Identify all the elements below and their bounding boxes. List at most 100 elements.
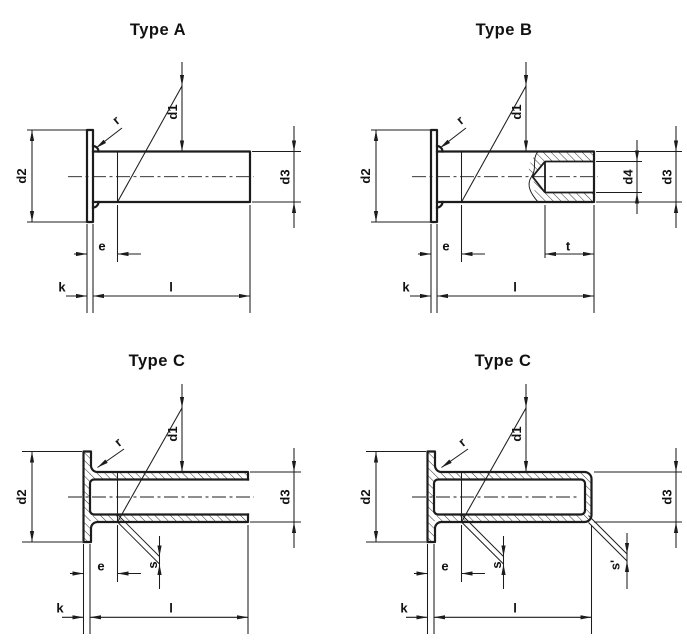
dim-label-l: l — [169, 601, 173, 616]
bore-profile — [432, 478, 587, 516]
arrowhead — [291, 140, 297, 152]
dim-label-s: s — [145, 561, 160, 568]
arrowhead — [76, 251, 87, 257]
arrowhead — [179, 140, 185, 152]
rivet-head — [429, 128, 439, 224]
dim-label-k: k — [402, 280, 410, 295]
arrowhead — [72, 571, 84, 576]
dim-label-d3: d3 — [660, 169, 675, 184]
dim-label-d1: d1 — [509, 104, 524, 119]
arrowhead — [583, 251, 594, 257]
break-line — [528, 151, 539, 203]
arrowhead — [673, 461, 679, 472]
rivet-outer-profile — [426, 450, 593, 544]
dimension-line — [117, 407, 183, 523]
dimension-line — [461, 521, 504, 565]
arrowhead — [373, 130, 379, 141]
arrowhead — [29, 130, 35, 141]
dimension-line — [588, 515, 628, 555]
arrowhead — [373, 211, 379, 222]
arrowhead — [673, 140, 679, 152]
arrowhead — [157, 545, 162, 557]
arrowhead — [434, 615, 445, 620]
arrowhead — [239, 293, 250, 299]
arrowhead — [673, 202, 679, 213]
arrowhead — [93, 293, 104, 299]
arrowhead — [97, 459, 108, 468]
arrowhead — [523, 140, 529, 152]
section-hatch — [90, 515, 248, 521]
section-hatch — [434, 473, 581, 479]
rivet-head — [85, 128, 95, 224]
arrowhead — [76, 293, 87, 299]
arrowhead — [523, 75, 529, 86]
arrowhead — [291, 522, 297, 533]
arrowhead — [90, 615, 101, 620]
arrowhead — [29, 451, 35, 463]
dimension-line — [117, 521, 160, 565]
figure-title: Type A — [130, 21, 186, 39]
arrowhead — [461, 571, 473, 576]
dimension-line — [461, 85, 527, 203]
dim-label-d2: d2 — [14, 489, 29, 504]
dim-label-d1: d1 — [165, 426, 180, 441]
arrowhead — [461, 251, 473, 257]
figure-title: Type B — [476, 21, 533, 39]
dim-label-d3: d3 — [278, 169, 293, 184]
arrowhead — [501, 545, 506, 557]
dim-label-d4: d4 — [621, 169, 636, 185]
section-hatch — [90, 473, 248, 479]
arrowhead — [29, 531, 35, 542]
dim-label-l: l — [169, 280, 173, 295]
dim-label-l: l — [513, 601, 517, 616]
dimension-line — [588, 522, 628, 562]
dimension-line — [117, 514, 160, 557]
dim-label-e: e — [441, 559, 448, 574]
dim-label-e: e — [442, 239, 449, 254]
arrowhead — [545, 251, 556, 257]
dim-label-s-prime: s' — [608, 560, 623, 570]
dim-label-k: k — [400, 601, 408, 616]
arrowhead — [523, 461, 529, 472]
arrowhead — [583, 293, 594, 299]
arrowhead — [96, 139, 107, 148]
dimension-line — [117, 85, 183, 203]
arrowhead — [237, 615, 248, 620]
hole-outline — [544, 160, 594, 194]
arrowhead — [291, 202, 297, 213]
arrowhead — [673, 522, 679, 533]
bore-profile — [88, 478, 250, 516]
dim-label-d2: d2 — [14, 168, 29, 183]
dimension-line — [461, 407, 527, 523]
arrowhead — [523, 397, 529, 408]
arrowhead — [72, 615, 84, 620]
arrowhead — [373, 531, 379, 542]
dim-label-t: t — [566, 239, 571, 254]
arrowhead — [634, 150, 640, 162]
dim-label-r: r — [455, 435, 469, 450]
arrowhead — [117, 251, 129, 257]
figure-title: Type C — [475, 352, 532, 370]
dim-label-s: s — [489, 561, 504, 568]
arrowhead — [420, 293, 431, 299]
dim-label-r: r — [453, 113, 467, 128]
dim-label-r: r — [109, 113, 123, 128]
dim-label-d1: d1 — [509, 426, 524, 441]
dim-label-d3: d3 — [660, 489, 675, 504]
dim-label-d1: d1 — [165, 104, 180, 119]
drill-cone — [531, 160, 546, 194]
arrowhead — [179, 397, 185, 408]
arrowhead — [501, 564, 506, 575]
figure-title: Type C — [129, 352, 186, 370]
arrowhead — [117, 571, 129, 576]
arrowhead — [441, 459, 452, 468]
section-hatch — [581, 472, 592, 523]
arrowhead — [179, 461, 185, 472]
dim-label-e: e — [97, 559, 104, 574]
arrowhead — [416, 571, 428, 576]
